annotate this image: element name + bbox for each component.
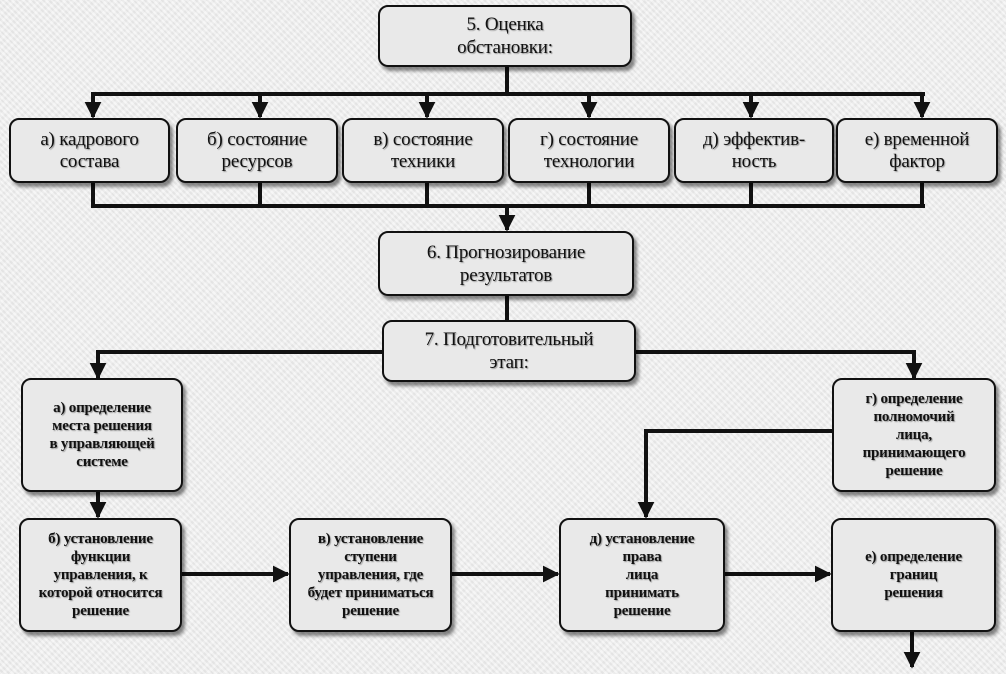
step6-box: 6. Прогнозирование результатов bbox=[378, 231, 634, 296]
factor-b-box: б) состояние ресурсов bbox=[176, 118, 338, 183]
factor-e-box: е) временной фактор bbox=[836, 118, 998, 183]
arrow-step7-to-prep-a bbox=[89, 350, 382, 380]
prep-g-box: г) определение полномочий лица, принимаю… bbox=[832, 378, 996, 492]
prep-d-box: д) установление права лица принимать реш… bbox=[559, 518, 725, 632]
factor-d-box: д) эффектив- ность bbox=[674, 118, 834, 183]
prep-a-box: а) определение места решения в управляющ… bbox=[21, 378, 183, 492]
prep-b-box: б) установление функции управления, к ко… bbox=[19, 518, 182, 632]
arrow-prep-g-to-d bbox=[637, 429, 832, 519]
arrow-step7-to-prep-g bbox=[636, 350, 923, 380]
factor-g-box: г) состояние технологии bbox=[508, 118, 670, 183]
factor-v-box: в) состояние техники bbox=[342, 118, 504, 183]
prep-e-box: е) определение границ решения bbox=[831, 518, 996, 632]
prep-v-box: в) установление ступени управления, где … bbox=[289, 518, 452, 632]
factor-a-box: а) кадрового состава bbox=[9, 118, 170, 183]
step5-box: 5. Оценка обстановки: bbox=[378, 5, 632, 67]
step7-box: 7. Подготовительный этап: bbox=[382, 320, 636, 382]
